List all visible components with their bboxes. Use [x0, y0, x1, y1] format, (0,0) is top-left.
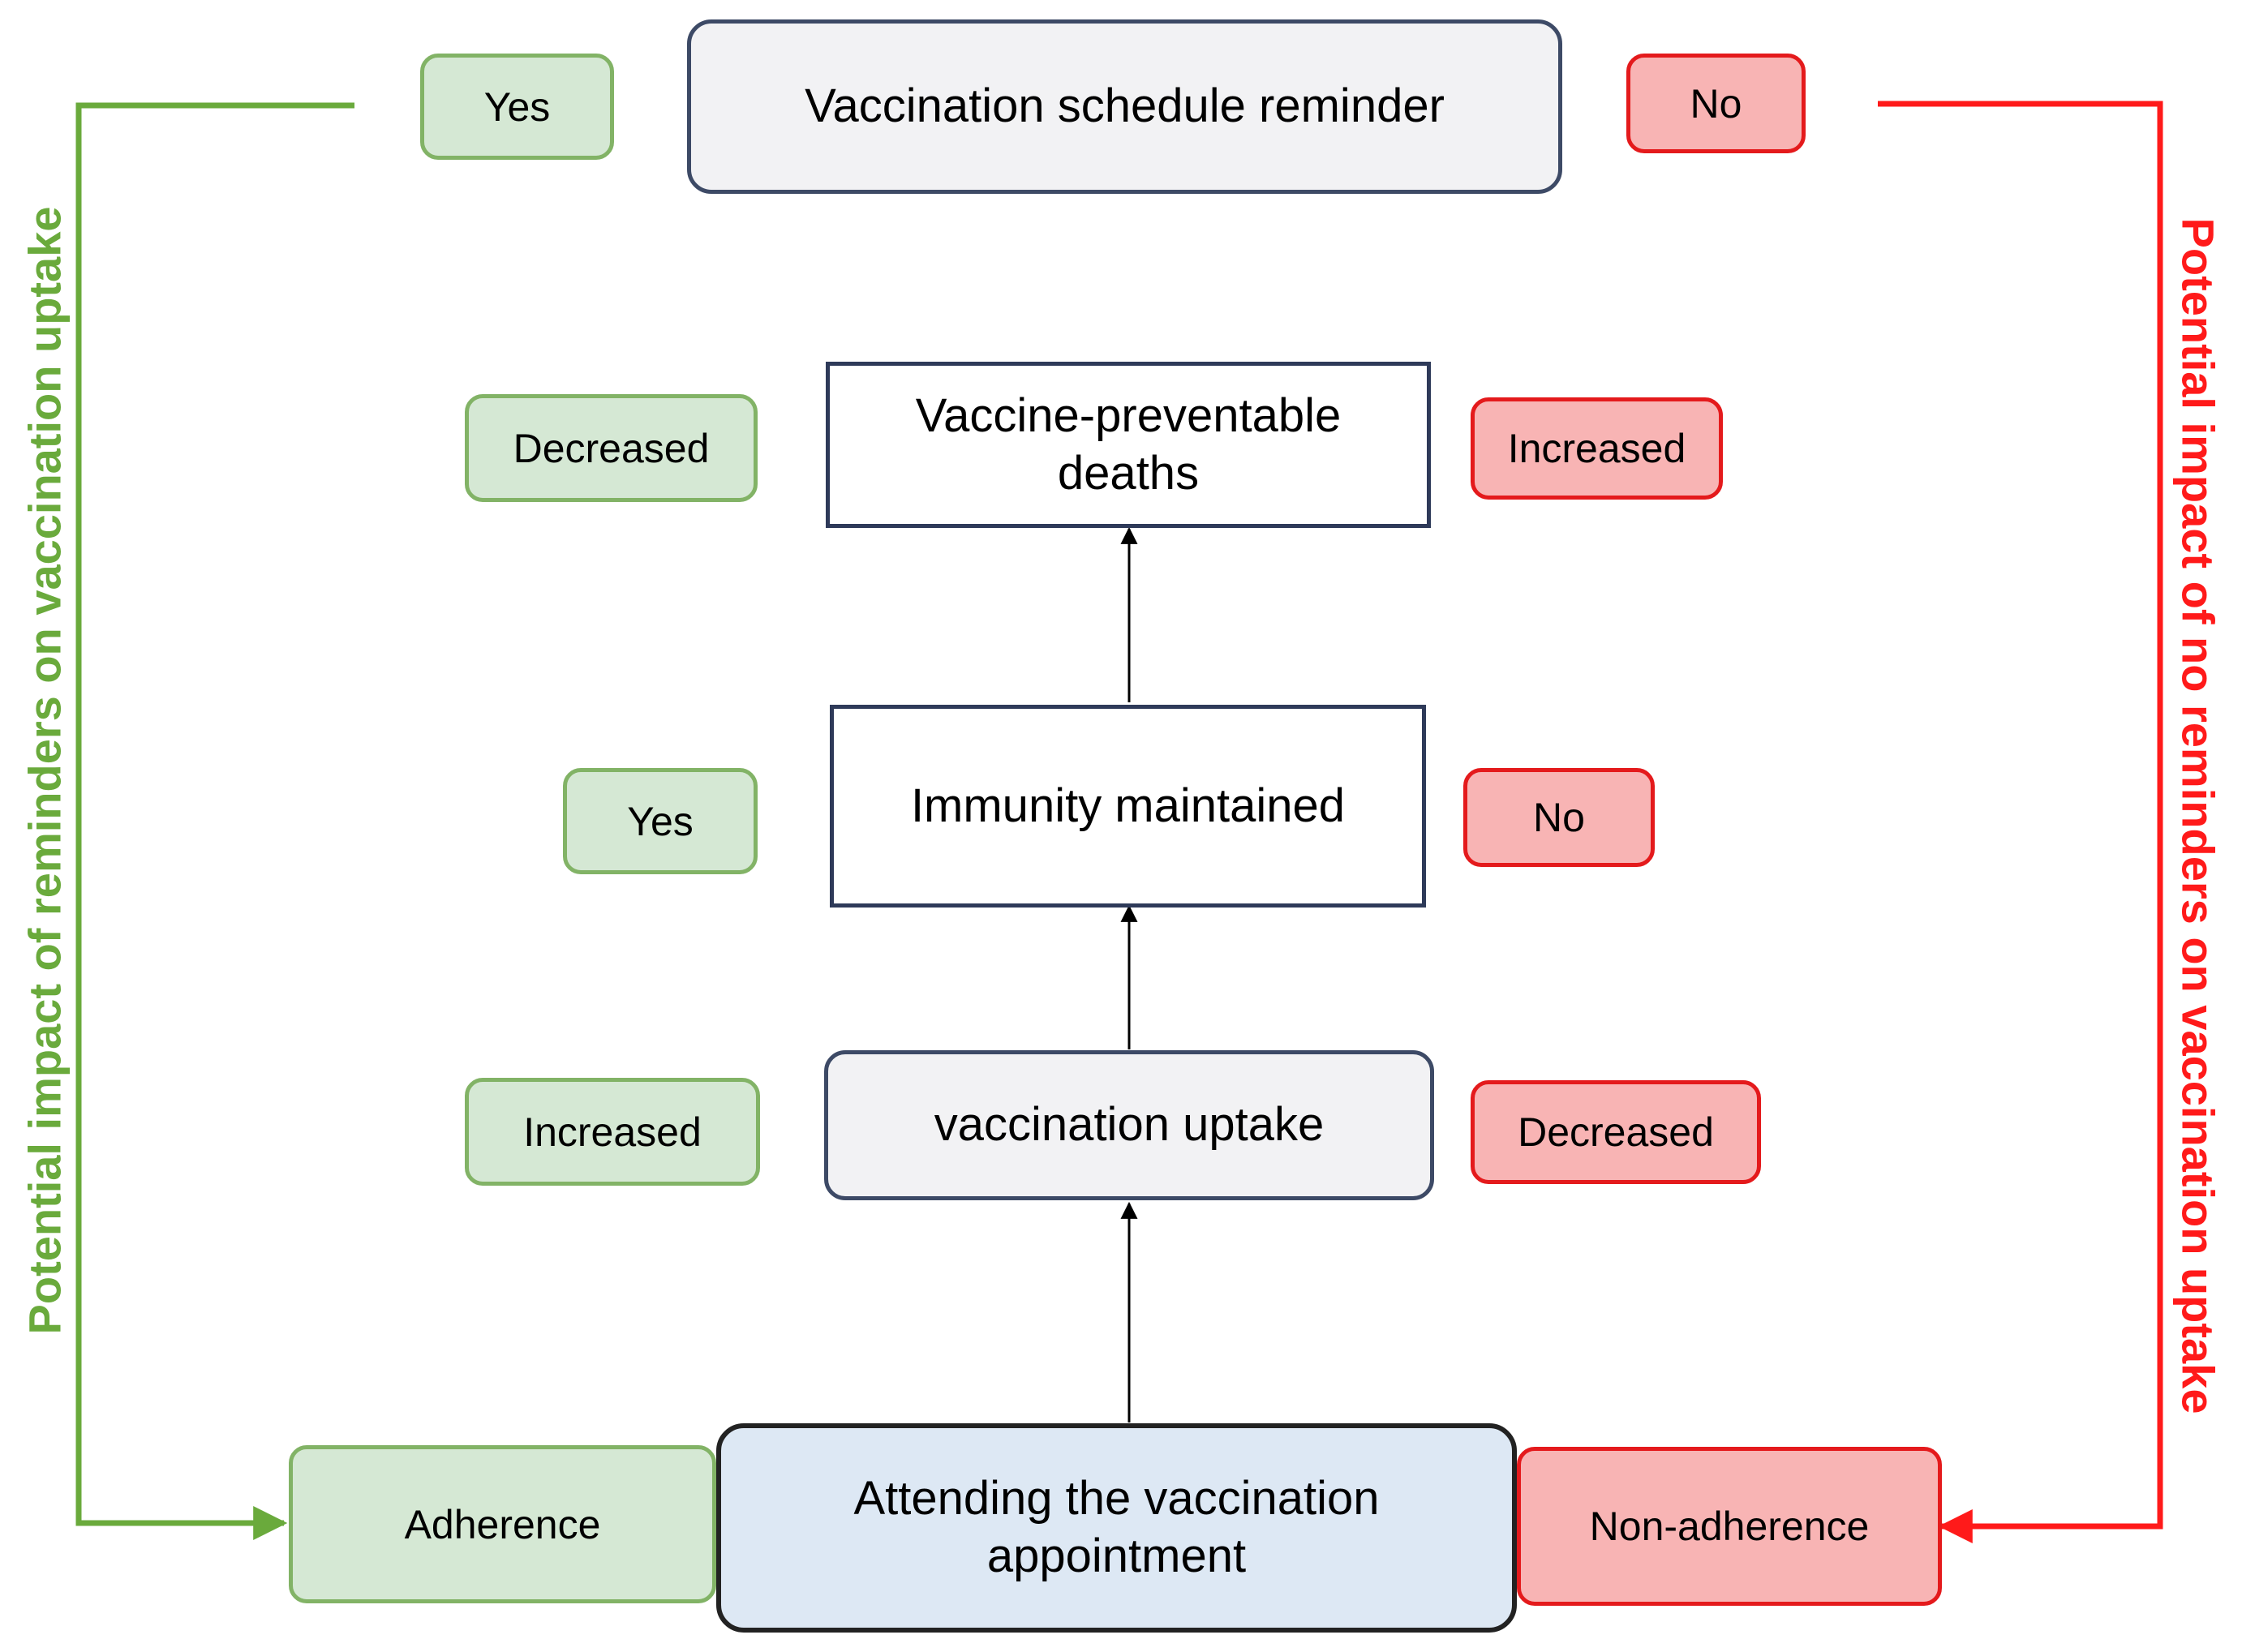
immunity-no-tag: No	[1463, 768, 1655, 867]
red-bracket-line	[1878, 101, 2163, 1543]
uptake-node: vaccination uptake	[824, 1050, 1434, 1200]
uptake-decreased-tag: Decreased	[1471, 1080, 1761, 1184]
reminder-no-tag: No	[1626, 54, 1806, 153]
appointment-non-adherence-tag: Non-adherence	[1517, 1447, 1942, 1606]
deaths-increased-tag: Increased	[1471, 397, 1723, 500]
immunity-yes-tag: Yes	[563, 768, 758, 874]
reminder-yes-tag: Yes	[420, 54, 614, 160]
immunity-node: Immunity maintained	[830, 705, 1426, 908]
appointment-adherence-tag: Adherence	[289, 1445, 716, 1603]
deaths-decreased-tag: Decreased	[465, 394, 758, 502]
reminder-node: Vaccination schedule reminder	[687, 19, 1562, 194]
appointment-node: Attending the vaccination appointment	[716, 1423, 1517, 1633]
green-bracket-line	[75, 102, 354, 1540]
uptake-increased-tag: Increased	[465, 1078, 760, 1186]
deaths-node: Vaccine-preventable deaths	[826, 362, 1431, 528]
